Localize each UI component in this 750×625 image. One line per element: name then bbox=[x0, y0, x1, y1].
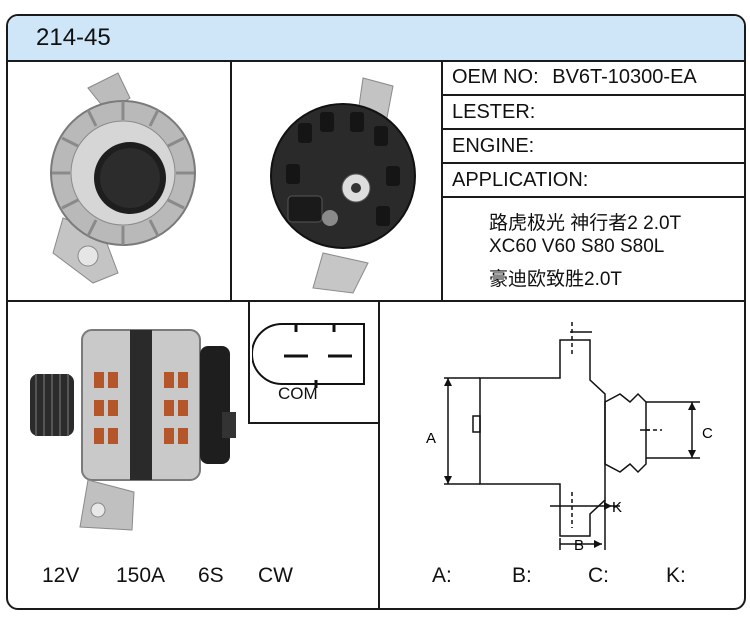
divider-v3 bbox=[378, 300, 380, 608]
field-c: C: bbox=[588, 564, 609, 587]
field-b: B: bbox=[512, 564, 532, 587]
dimension-c-label: C bbox=[702, 425, 713, 442]
spec-divider-2 bbox=[441, 128, 744, 130]
lester-label: LESTER: bbox=[452, 101, 536, 123]
title-bar: 214-45 bbox=[8, 16, 744, 62]
rating-rotation: CW bbox=[258, 564, 293, 587]
product-card: 214-45 OEM NO: BV6T-10300-EA LESTER: ENG… bbox=[6, 14, 746, 610]
divider-v1 bbox=[230, 60, 232, 300]
oem-value: BV6T-10300-EA bbox=[552, 66, 697, 88]
dimension-drawing-icon: A C B K bbox=[426, 322, 713, 554]
divider-h-mid bbox=[8, 300, 744, 302]
field-a: A: bbox=[432, 564, 452, 587]
oem-label: OEM NO: bbox=[452, 66, 539, 88]
alternator-rear-view-icon bbox=[270, 77, 416, 294]
field-k: K: bbox=[666, 564, 686, 587]
dimension-k-label: K bbox=[612, 499, 622, 516]
connector-plug-diagram-icon bbox=[252, 323, 365, 388]
divider-v2 bbox=[441, 60, 443, 300]
application-note-2: XC60 V60 S80 S80L bbox=[489, 236, 665, 257]
alternator-side-view-icon bbox=[30, 329, 236, 531]
rating-grooves: 6S bbox=[198, 564, 224, 587]
rating-current: 150A bbox=[116, 564, 166, 587]
application-label: APPLICATION: bbox=[452, 169, 589, 191]
spec-divider-3 bbox=[441, 162, 744, 164]
dimension-a-label: A bbox=[426, 430, 436, 447]
engine-label: ENGINE: bbox=[452, 135, 535, 157]
spec-divider-1 bbox=[441, 94, 744, 96]
part-number-title: 214-45 bbox=[36, 24, 111, 51]
rating-voltage: 12V bbox=[42, 564, 80, 587]
alternator-front-view-icon bbox=[50, 72, 196, 284]
connector-label: COM bbox=[278, 384, 318, 403]
divider-connector-bottom bbox=[248, 422, 378, 424]
dimension-b-label: B bbox=[574, 537, 584, 554]
application-note-3: 豪迪欧致胜2.0T bbox=[489, 269, 623, 290]
divider-connector-left bbox=[248, 300, 250, 424]
oem-row: OEM NO: BV6T-10300-EA bbox=[452, 66, 697, 89]
spec-divider-4 bbox=[441, 196, 744, 198]
application-note-1: 路虎极光 神行者2 2.0T bbox=[489, 213, 682, 234]
